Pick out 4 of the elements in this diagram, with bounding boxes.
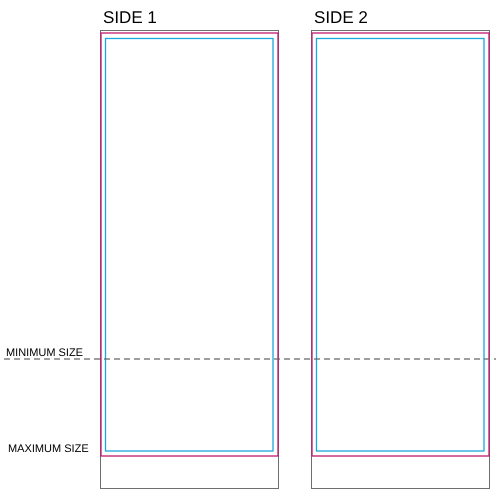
panel-heading: SIDE 1	[103, 8, 157, 28]
size-label: MINIMUM SIZE	[6, 347, 83, 360]
panel-heading: SIDE 2	[314, 8, 368, 28]
size-label: MAXIMUM SIZE	[8, 443, 89, 456]
